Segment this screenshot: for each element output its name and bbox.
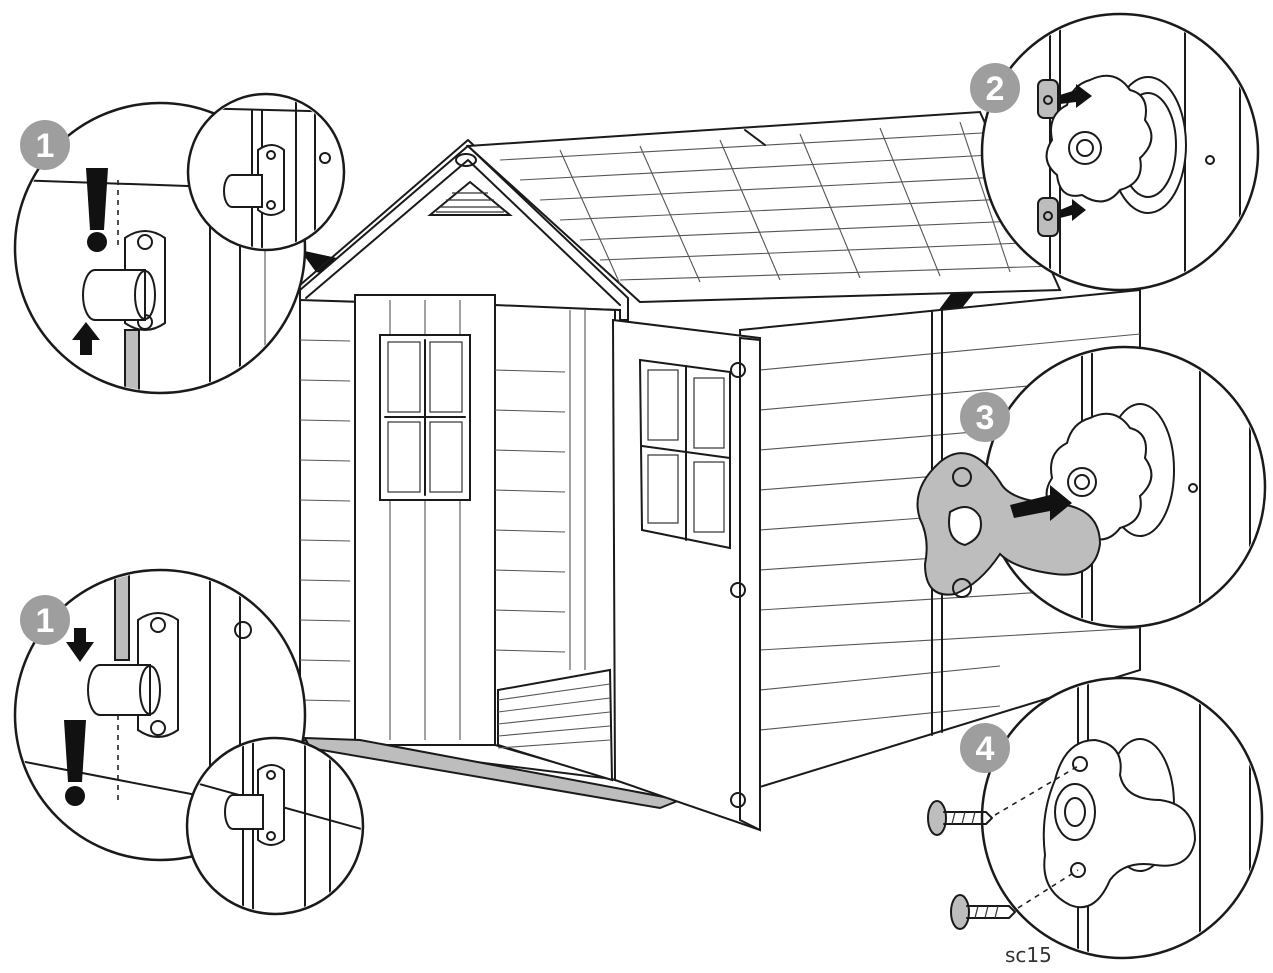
bolt-rod — [124, 329, 140, 391]
right-arrow-icon — [1060, 84, 1092, 108]
right-door-open — [611, 318, 761, 832]
screw-icon — [950, 894, 1016, 930]
callout-step-4 — [927, 676, 1264, 960]
figure-ref: sc15 — [1005, 943, 1052, 967]
right-arrow-icon — [1060, 199, 1086, 221]
door-bolt-bottom — [730, 792, 746, 808]
svg-text:1: 1 — [36, 602, 55, 640]
callout-inset-bottom-left — [185, 736, 365, 916]
shed-illustration — [291, 110, 1141, 832]
step-badge-4: 4 — [960, 723, 1010, 773]
exclamation-icon — [64, 720, 86, 806]
left-door — [354, 294, 496, 746]
step-badge-1-bottom: 1 — [20, 595, 70, 645]
svg-text:4: 4 — [976, 730, 995, 768]
right-arrow-icon — [1010, 485, 1072, 521]
front-siding — [299, 339, 351, 702]
step-badge-1-top: 1 — [20, 120, 70, 170]
callout-step-3 — [916, 345, 1267, 629]
up-arrow-icon — [72, 322, 100, 355]
svg-text:3: 3 — [976, 399, 995, 437]
step-badge-3: 3 — [960, 392, 1010, 442]
screw-icon — [927, 800, 993, 836]
callout-inset-top-left — [186, 92, 346, 252]
door-handle — [730, 582, 746, 598]
door-latch-handle — [916, 452, 1102, 596]
svg-text:2: 2 — [986, 70, 1005, 108]
shingle-pattern — [499, 121, 1056, 285]
down-arrow-icon — [66, 628, 94, 662]
bolt-knob — [82, 269, 146, 321]
exclamation-icon — [86, 168, 108, 252]
shed-interior — [494, 303, 616, 782]
svg-text:1: 1 — [36, 127, 55, 165]
step-badge-2: 2 — [970, 63, 1020, 113]
callout-step-2 — [980, 12, 1260, 292]
roof-vent — [427, 180, 513, 216]
door-bolt-top — [730, 362, 746, 378]
bolt-rod — [114, 572, 130, 661]
